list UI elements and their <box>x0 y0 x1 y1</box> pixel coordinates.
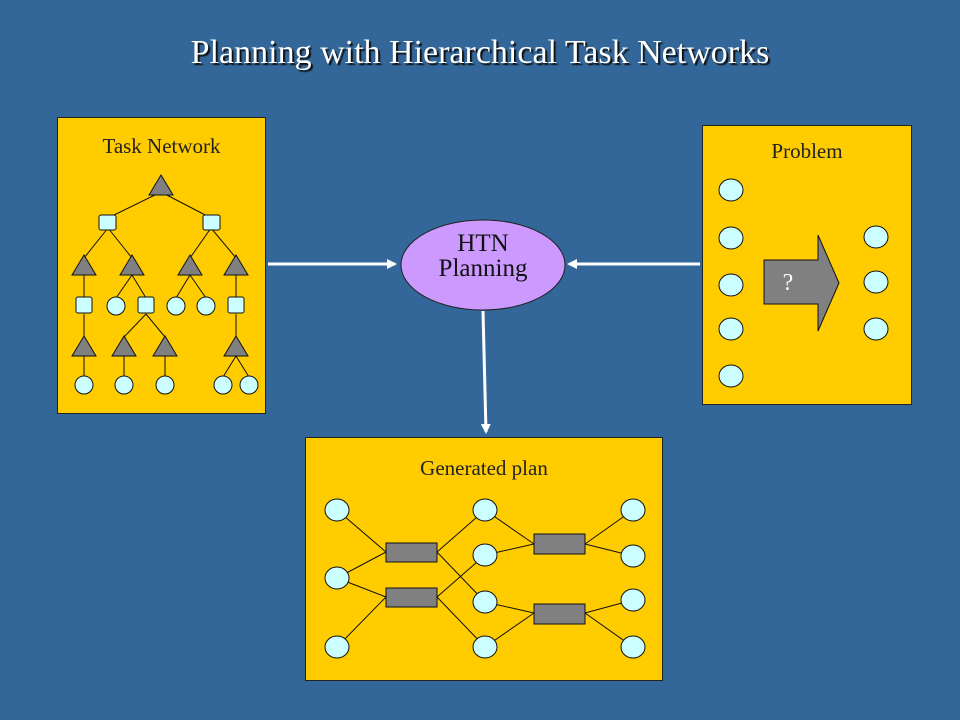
initial-state-circle <box>718 364 744 388</box>
goal-state-circle <box>863 270 889 294</box>
task-triangle <box>223 335 249 357</box>
problem-label: Problem <box>771 139 843 163</box>
state-circle <box>196 296 216 316</box>
state-circle <box>239 375 259 395</box>
initial-state-circle <box>718 273 744 297</box>
generated-plan-label: Generated plan <box>420 456 548 480</box>
state-circle <box>155 375 175 395</box>
state-circle <box>620 588 646 612</box>
action-box <box>385 542 438 563</box>
method-square <box>75 296 93 314</box>
htn-line1: HTN <box>457 230 509 257</box>
initial-state-circle <box>718 226 744 250</box>
slide-title: Planning with Hierarchical Task Networks <box>190 34 770 71</box>
state-circle <box>472 543 498 567</box>
state-circle <box>472 635 498 659</box>
initial-state-circle <box>718 317 744 341</box>
generated-plan-panel: Generated plan <box>305 437 663 681</box>
action-box <box>385 587 438 608</box>
state-circle <box>472 498 498 522</box>
htn-planning-text: HTN Planning <box>400 231 566 281</box>
goal-state-circle <box>863 317 889 341</box>
state-circle <box>114 375 134 395</box>
state-circle <box>166 296 186 316</box>
method-square <box>98 214 117 231</box>
initial-state-circle <box>718 178 744 202</box>
task-network-label: Task Network <box>102 134 221 158</box>
action-box <box>533 533 586 555</box>
htn-planning-ellipse <box>400 219 566 311</box>
task-triangle <box>71 254 97 276</box>
state-circle <box>620 544 646 568</box>
state-circle <box>106 296 126 316</box>
task-triangle <box>148 174 174 196</box>
task-triangle <box>177 254 203 276</box>
unknown-arrow-label: ? <box>782 270 794 296</box>
state-circle <box>620 635 646 659</box>
task-network-panel: Task Network <box>57 117 266 414</box>
state-circle <box>213 375 233 395</box>
task-triangle <box>152 335 178 357</box>
unknown-arrow <box>763 234 840 332</box>
state-circle <box>324 566 350 590</box>
arrow-htn-to-plan <box>480 310 491 434</box>
state-circle <box>324 635 350 659</box>
method-square <box>227 296 245 314</box>
task-triangle <box>111 335 137 357</box>
action-box <box>533 603 586 625</box>
task-triangle <box>119 254 145 276</box>
method-square <box>202 214 221 231</box>
task-network-tree <box>71 174 259 395</box>
task-triangle <box>71 335 97 357</box>
state-circle <box>472 590 498 614</box>
generated-plan-diagram <box>324 498 646 659</box>
state-circle <box>74 375 94 395</box>
goal-state-circle <box>863 225 889 249</box>
state-circle <box>324 498 350 522</box>
problem-panel: Problem <box>702 125 912 405</box>
problem-diagram <box>718 178 889 388</box>
htn-line2: Planning <box>438 255 528 282</box>
method-square <box>137 296 155 314</box>
task-triangle <box>223 254 249 276</box>
state-circle <box>620 498 646 522</box>
